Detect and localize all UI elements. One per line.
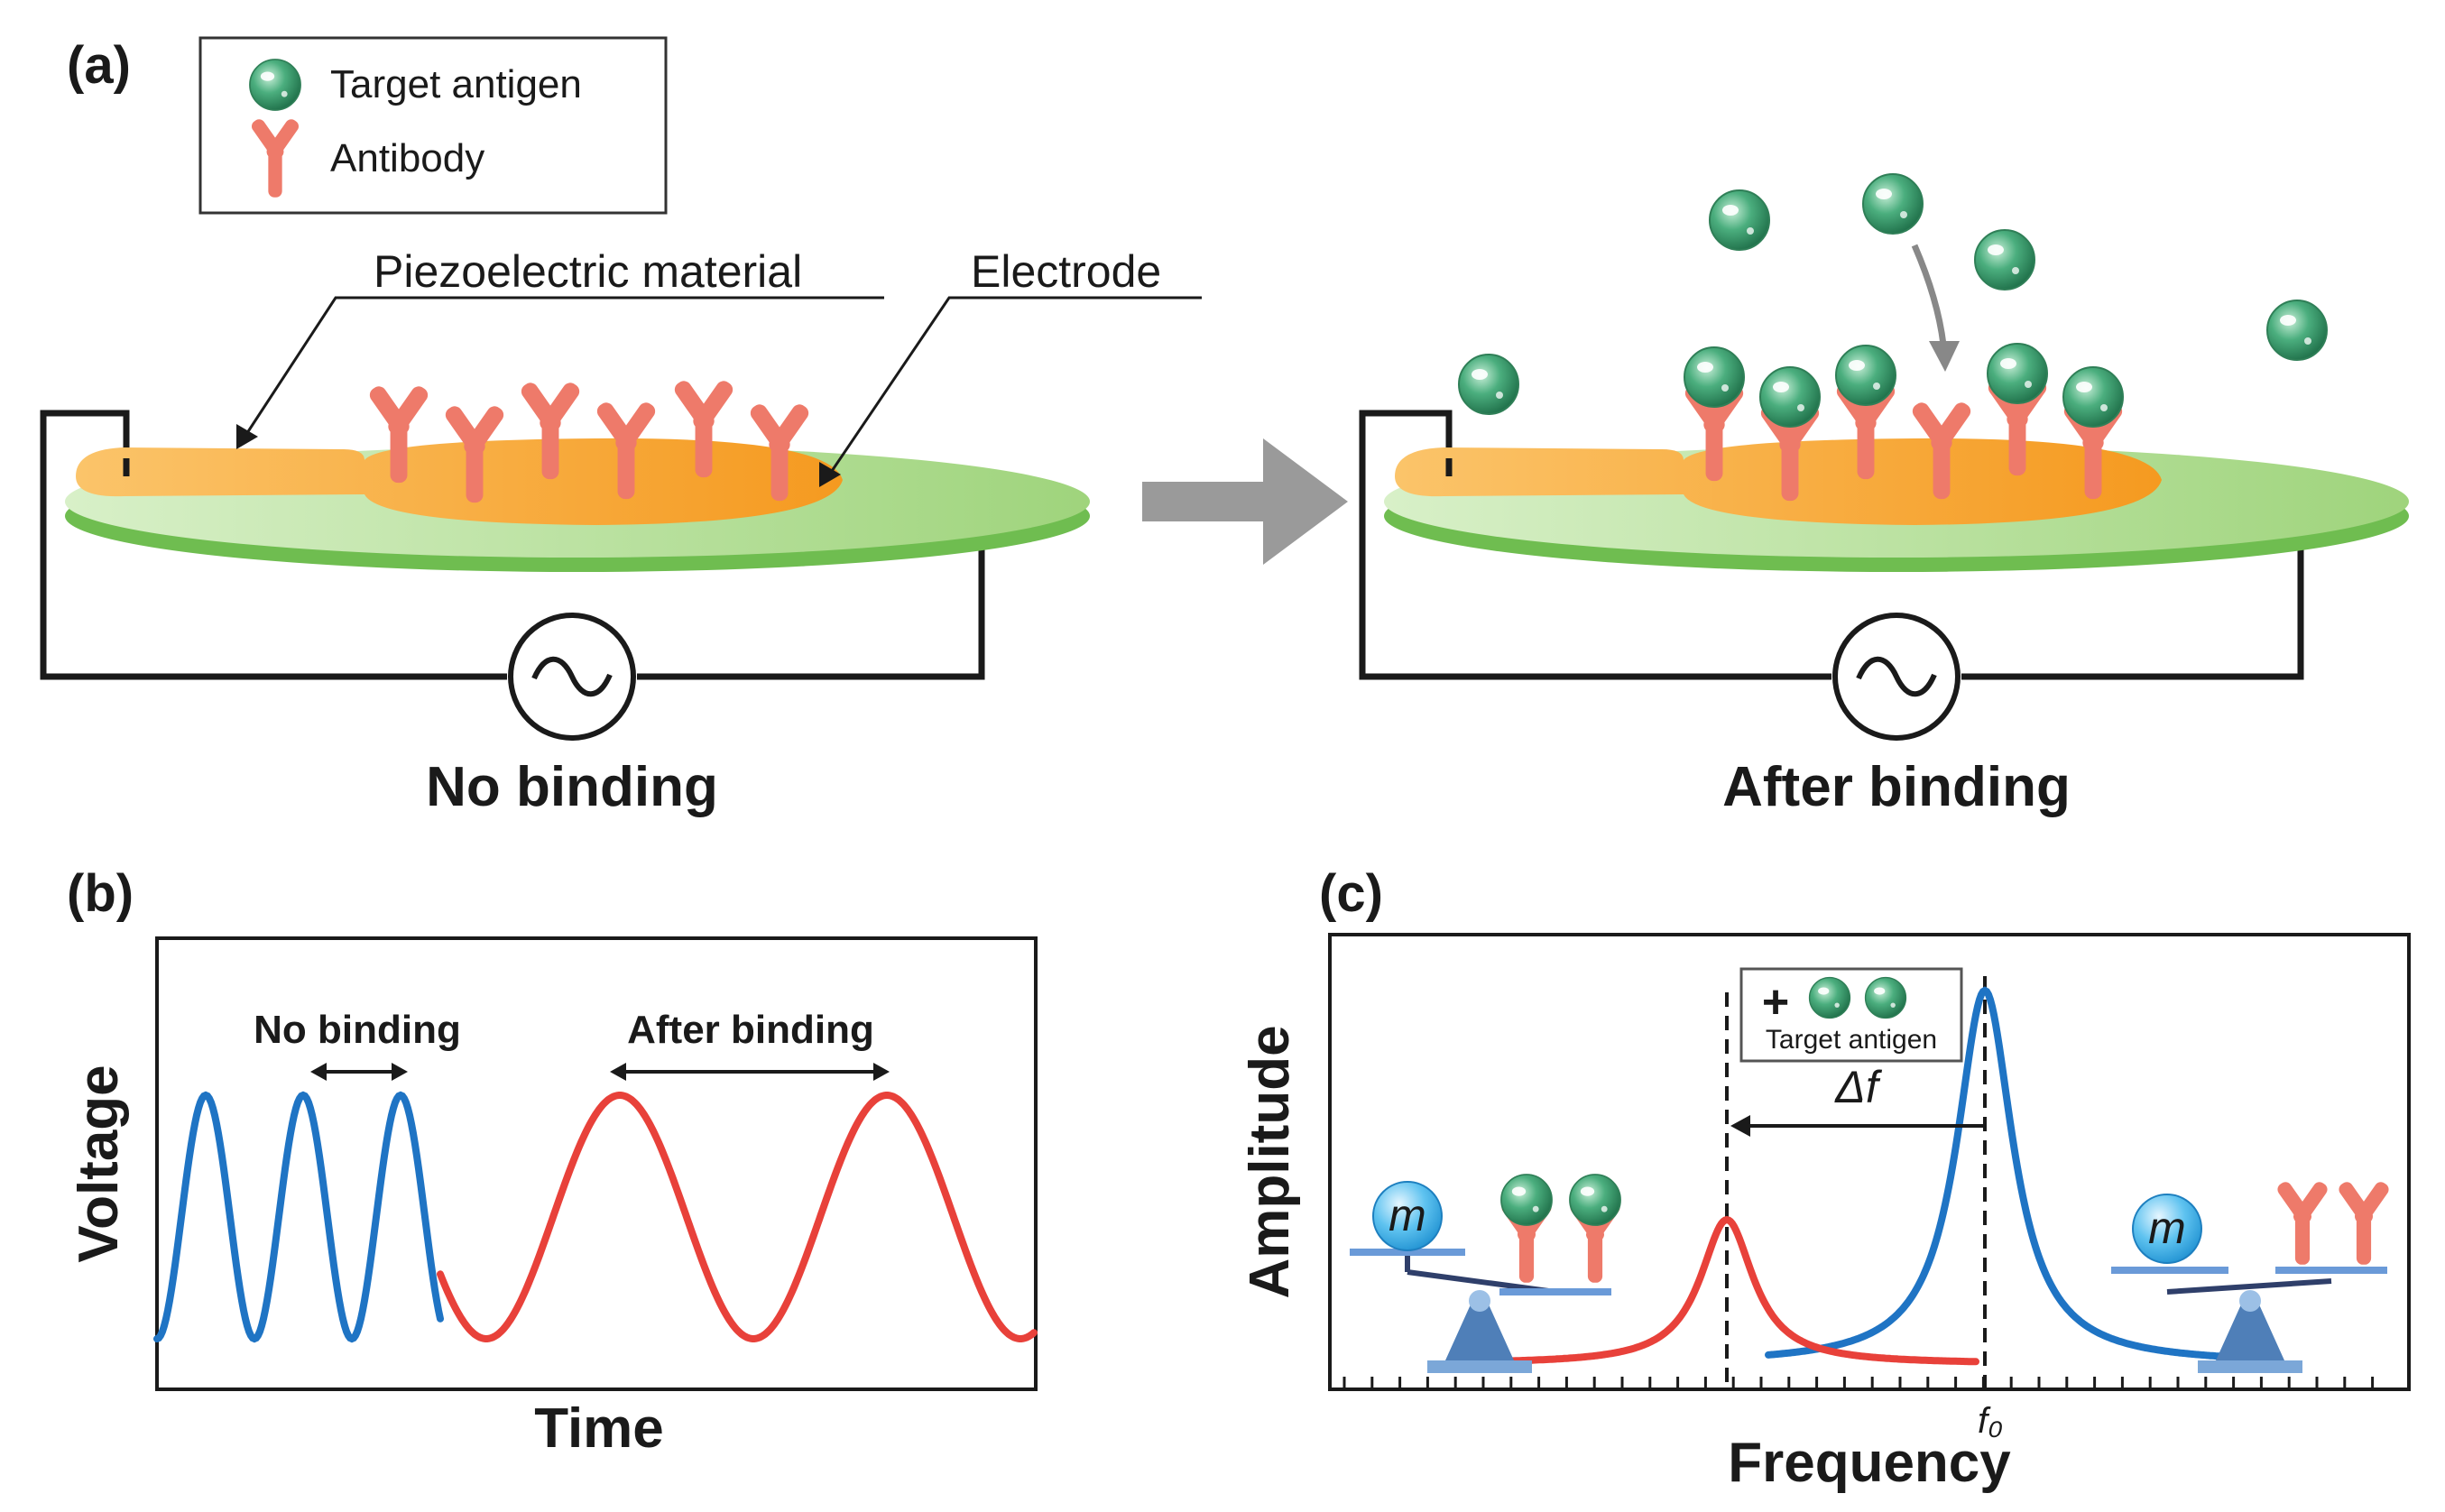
panel-c-label: (c) xyxy=(1319,864,1383,923)
delta-f-indicator: Δf xyxy=(1730,1062,1983,1137)
f0-label: f₀ xyxy=(1978,1401,2003,1441)
frequency-axis-ticks xyxy=(1342,1377,2375,1389)
free-antigen xyxy=(1458,354,1519,415)
legend-box: Target antigen Antibody xyxy=(198,36,668,215)
voltage-wave-after-binding xyxy=(437,1092,1038,1342)
bound-antigen xyxy=(1569,1174,1621,1226)
frequency-axis-label: Frequency xyxy=(1728,1432,2011,1494)
voltage-axis-label: Voltage xyxy=(68,1065,130,1262)
free-antigen xyxy=(1862,173,1924,235)
free-antigen xyxy=(1974,229,2035,290)
callout-electrode: Electrode xyxy=(819,246,1202,487)
sensor-after-binding xyxy=(1359,173,2409,738)
voltage-plot-frame xyxy=(155,936,1038,1391)
ac-source-icon xyxy=(511,615,633,738)
circuit-wire-left xyxy=(40,410,985,680)
bound-antigen xyxy=(2062,366,2124,428)
voltage-wave-no-binding xyxy=(153,1091,444,1343)
bracket-after-binding: After binding xyxy=(610,1008,890,1081)
mass-sphere xyxy=(2132,1194,2202,1264)
bound-antigen xyxy=(1759,366,1821,428)
box-antigen-icon xyxy=(1864,976,1907,1019)
callout-electrode-label: Electrode xyxy=(971,246,1161,297)
binding-arrow xyxy=(1911,244,1947,346)
electrode-pad xyxy=(76,438,843,525)
time-axis-label: Time xyxy=(534,1397,664,1460)
sensor-no-binding xyxy=(40,378,1090,738)
caption-after-binding: After binding xyxy=(1722,756,2071,818)
balance-right: m xyxy=(2111,1179,2392,1373)
balance-left: m xyxy=(1350,1174,1623,1373)
ac-source-icon xyxy=(1835,615,1958,738)
delta-f-label: Δf xyxy=(1834,1062,1883,1112)
amplitude-axis-label: Amplitude xyxy=(1239,1025,1301,1298)
target-antigen-box: + Target antigen xyxy=(1739,967,1963,1063)
free-antigen xyxy=(2266,300,2328,361)
box-antigen-icon xyxy=(1808,976,1851,1019)
resonance-curve-before xyxy=(1765,986,2237,1361)
legend-antigen-icon xyxy=(249,59,301,111)
legend-antigen-label: Target antigen xyxy=(330,62,582,106)
bracket-no-binding: No binding xyxy=(254,1008,461,1081)
caption-no-binding: No binding xyxy=(426,756,718,818)
legend-antibody-label: Antibody xyxy=(330,136,484,180)
process-arrow xyxy=(1142,438,1348,565)
free-antigen xyxy=(1709,189,1770,251)
panel-b-label: (b) xyxy=(67,864,134,923)
mass-label-left: m xyxy=(1389,1190,1426,1240)
bracket-after-binding-label: After binding xyxy=(627,1008,874,1052)
circuit-wire-right xyxy=(1359,410,2304,680)
panel-a-label: (a) xyxy=(67,36,131,95)
mass-sphere xyxy=(1372,1181,1443,1251)
resonance-curve-after xyxy=(1487,1215,1979,1366)
box-antigen-label: Target antigen xyxy=(1766,1025,1937,1055)
callout-piezo-label: Piezoelectric material xyxy=(374,246,802,297)
bound-antigens xyxy=(1684,343,2124,428)
bound-antigen xyxy=(1684,346,1745,408)
bound-antigen xyxy=(1835,345,1896,406)
bracket-no-binding-label: No binding xyxy=(254,1008,461,1052)
mass-label-right: m xyxy=(2148,1203,2186,1253)
bound-antigen xyxy=(1987,343,2048,404)
bound-antigen xyxy=(1500,1174,1553,1226)
callout-piezo: Piezoelectric material xyxy=(236,246,884,449)
plus-sign: + xyxy=(1762,976,1789,1028)
